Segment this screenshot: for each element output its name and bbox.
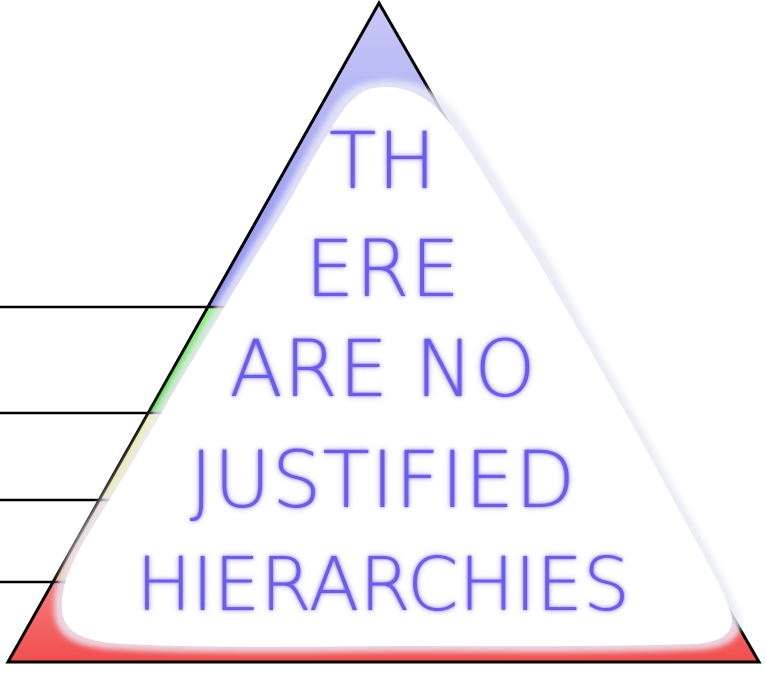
slogan-line-5: HIERARCHIES bbox=[136, 542, 630, 628]
slogan-line-2: ERE bbox=[305, 225, 461, 315]
paint-over bbox=[61, 87, 733, 647]
slogan-line-4: JUSTIFIED bbox=[189, 436, 577, 526]
slogan-line-3: ARE NO bbox=[229, 325, 537, 415]
slogan-line-1: TH bbox=[328, 117, 438, 207]
